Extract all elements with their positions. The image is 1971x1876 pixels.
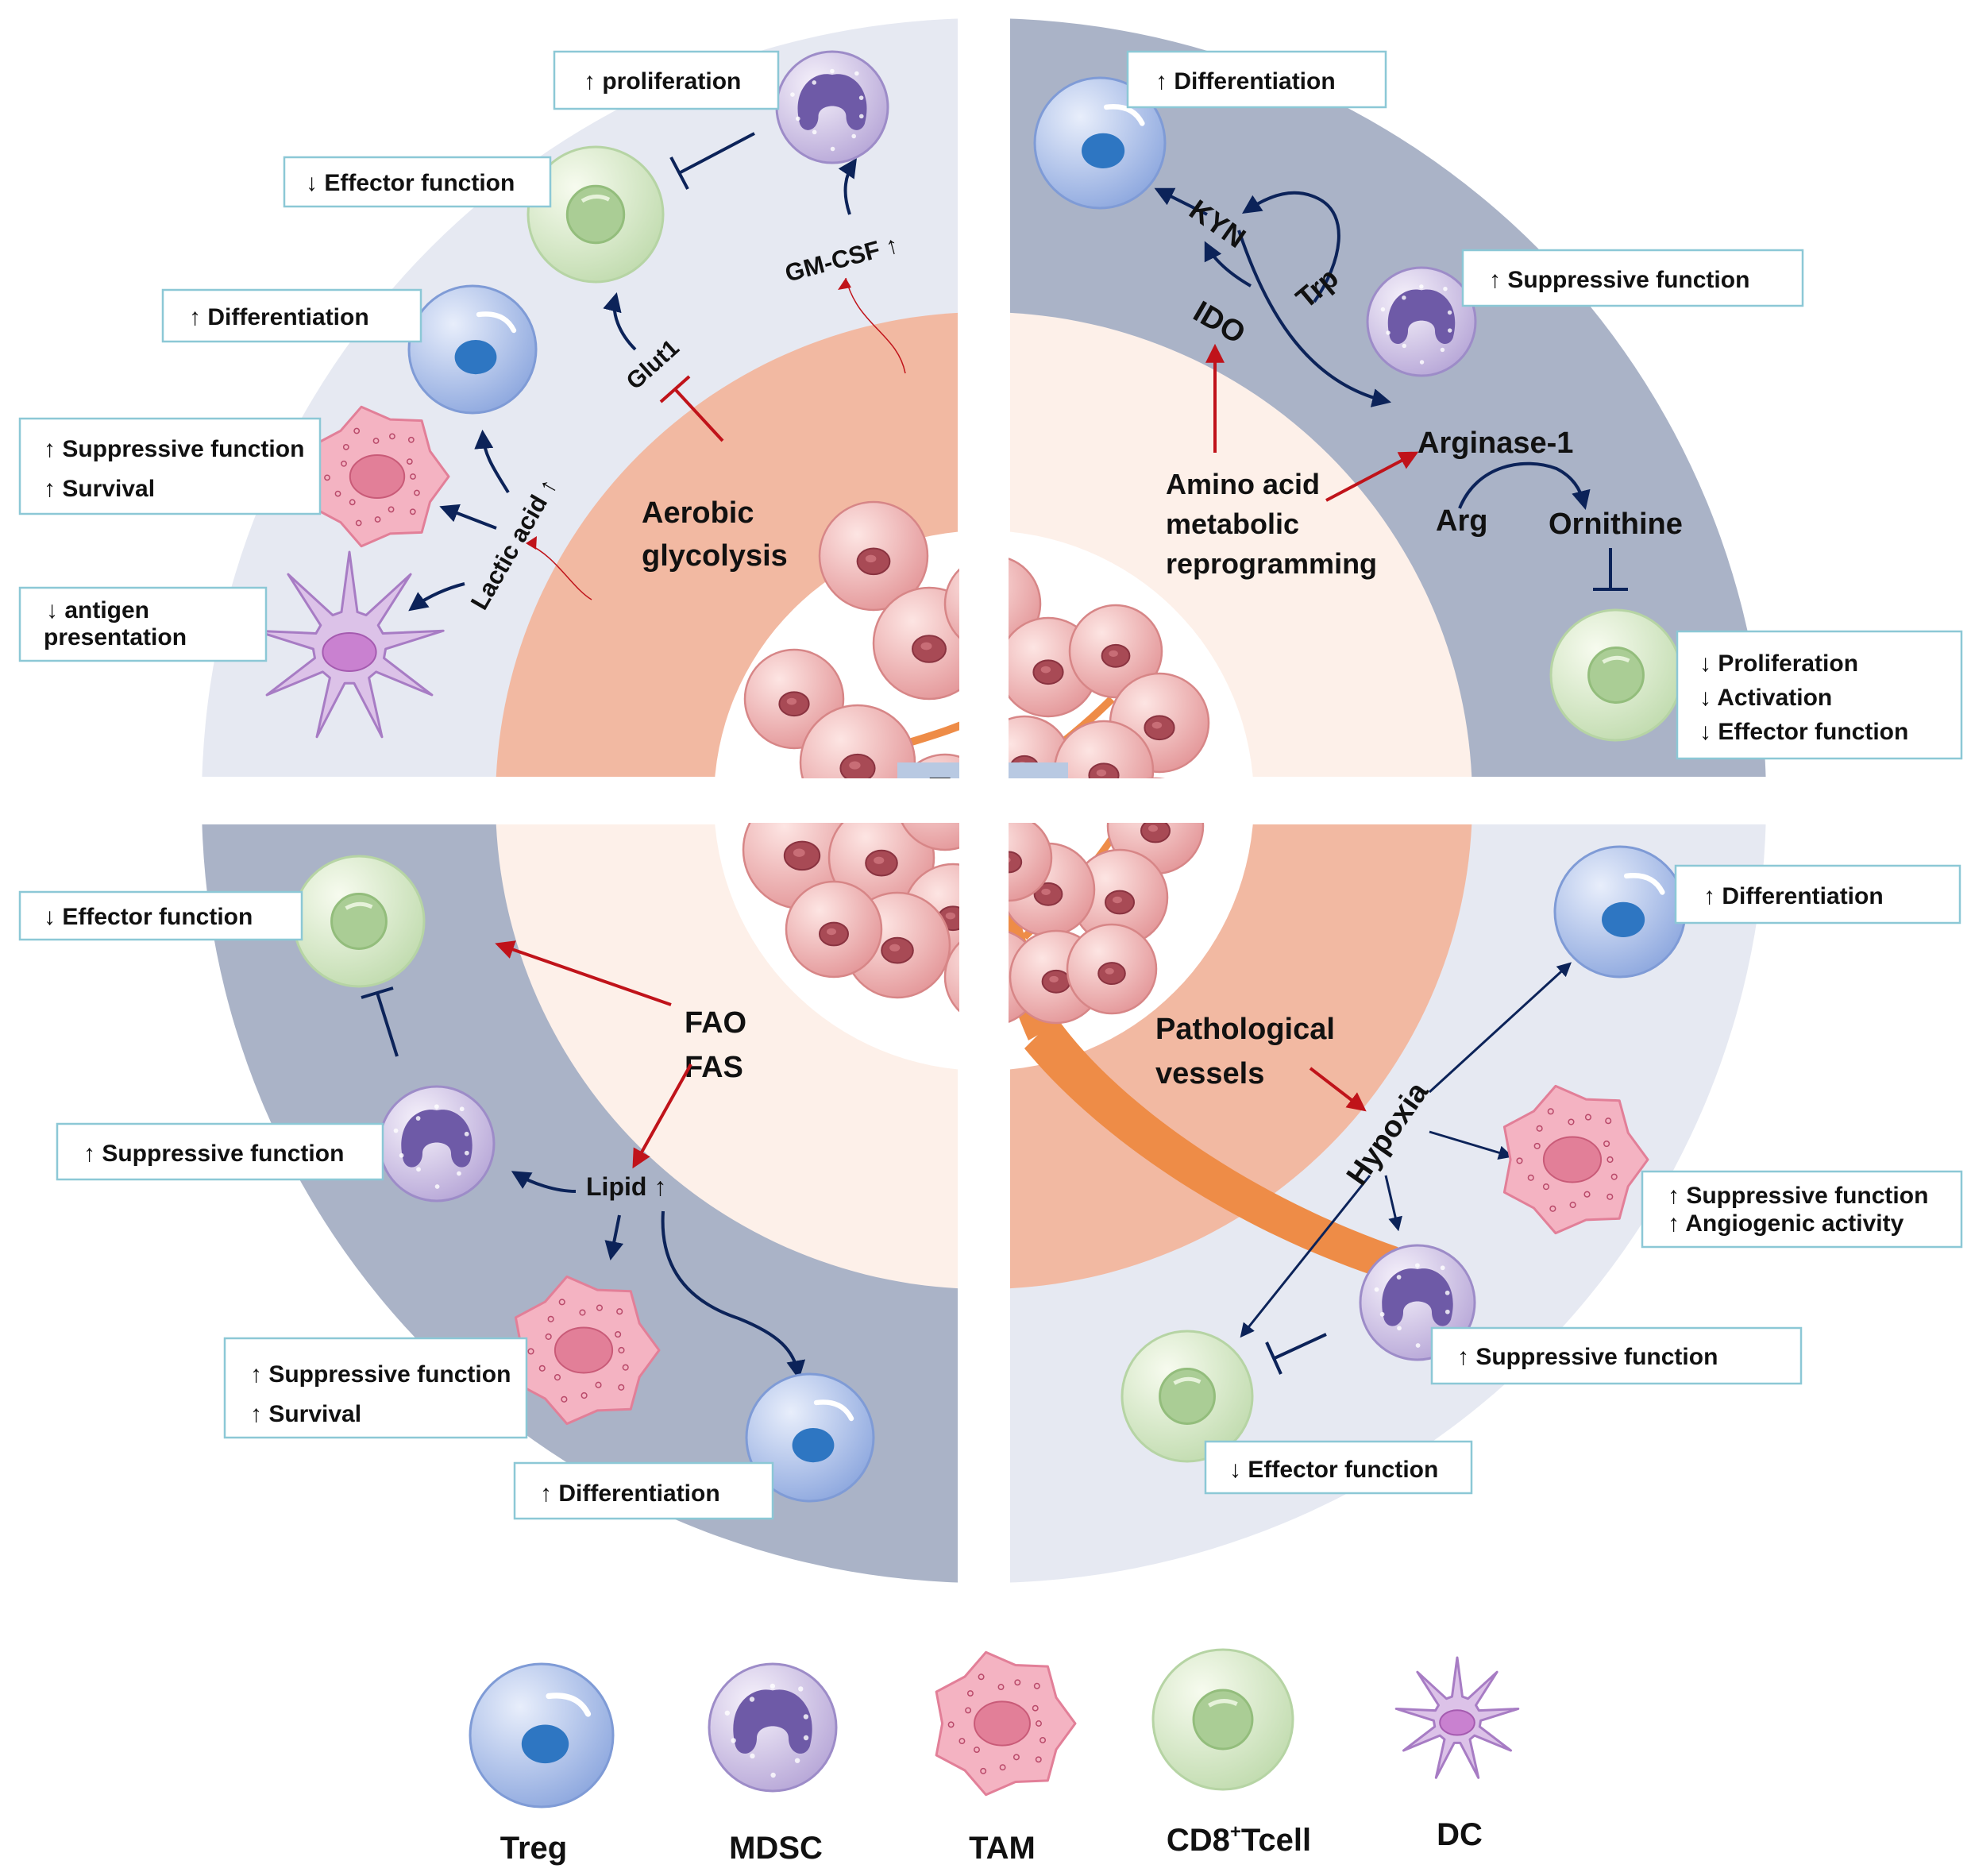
treg-cell-tl xyxy=(407,284,538,415)
cd8-cell-tl xyxy=(526,145,665,284)
tam-cell-br xyxy=(1502,1084,1649,1235)
glycolysis-title-1: Aerobic xyxy=(642,496,754,530)
cd8-cell-tr xyxy=(1549,608,1683,742)
legend-cd8-icon xyxy=(1151,1648,1294,1791)
box-bl-tam-survival: ↑ Survival xyxy=(250,1401,361,1427)
box-tr-proliferation: ↓ Proliferation xyxy=(1699,650,1858,677)
legend-dc-label: DC xyxy=(1437,1817,1483,1852)
pathological-vessels-title-1: Pathological xyxy=(1155,1013,1335,1046)
annotation-boxes xyxy=(18,50,1963,1520)
box-br-differentiation: ↑ Differentiation xyxy=(1703,883,1884,909)
legend-treg-label: Treg xyxy=(500,1831,567,1866)
mdsc-cell-tl xyxy=(775,50,889,164)
legend-tam-label: TAM xyxy=(969,1831,1036,1866)
dc-cell-tl xyxy=(254,550,445,739)
amino-pathways xyxy=(1154,187,1628,591)
legend-dc-icon xyxy=(1394,1656,1520,1779)
tumor-cell xyxy=(818,500,929,612)
legend xyxy=(469,1648,1520,1808)
cd8-cell-bl xyxy=(292,855,426,988)
legend-treg-icon xyxy=(469,1662,615,1808)
box-tl-survival: ↑ Survival xyxy=(44,476,155,502)
legend-mdsc-label: MDSC xyxy=(729,1831,823,1866)
hypoxia-pathways xyxy=(1240,962,1572,1375)
box-bl-differentiation: ↑ Differentiation xyxy=(540,1480,720,1507)
fas-label: FAS xyxy=(685,1051,743,1084)
treg-cell-bl xyxy=(745,1372,875,1503)
box-br-effector: ↓ Effector function xyxy=(1229,1457,1438,1483)
cd8-cell-br xyxy=(1120,1330,1254,1463)
legend-mdsc-icon xyxy=(708,1662,838,1793)
box-br-mdsc-suppressive: ↑ Suppressive function xyxy=(1457,1344,1718,1370)
box-tr-activation: ↓ Activation xyxy=(1699,685,1832,711)
box-bl-effector: ↓ Effector function xyxy=(44,904,253,930)
ornithine-label: Ornithine xyxy=(1549,508,1683,541)
mdsc-cell-bl xyxy=(378,1085,496,1202)
tumor-cell xyxy=(785,880,883,979)
box-bl-suppressive: ↑ Suppressive function xyxy=(83,1141,344,1167)
box-tl-antigen-2: presentation xyxy=(44,624,187,650)
mdsc-cell-tr xyxy=(1366,266,1477,377)
glycolysis-pathways xyxy=(408,132,906,612)
arginase-label: Arginase-1 xyxy=(1418,427,1573,460)
fao-label: FAO xyxy=(685,1006,746,1040)
box-br-tam-angiogenic: ↑ Angiogenic activity xyxy=(1668,1210,1904,1237)
tam-cell-tl xyxy=(311,405,450,548)
lipid-label: Lipid ↑ xyxy=(586,1172,666,1201)
tumor-cell xyxy=(1068,604,1163,699)
amino-title-1: Amino acid xyxy=(1166,468,1320,500)
amino-title-2: metabolic xyxy=(1166,508,1299,540)
treg-cell-tr xyxy=(1033,76,1167,210)
box-tl-differentiation: ↑ Differentiation xyxy=(189,304,369,330)
immune-cells xyxy=(254,50,1687,1503)
box-bl-tam-suppressive: ↑ Suppressive function xyxy=(250,1361,511,1388)
tumor-cell xyxy=(1066,923,1158,1015)
lipid-pathways xyxy=(361,940,806,1380)
pathological-vessels-title-2: vessels xyxy=(1155,1057,1264,1090)
separator-horizontal xyxy=(0,778,1971,823)
box-tl-suppressive: ↑ Suppressive function xyxy=(44,436,304,462)
legend-cd8-label: CD8+Tcell xyxy=(1167,1821,1311,1858)
tumor-cell xyxy=(1070,848,1169,947)
glycolysis-title-2: glycolysis xyxy=(642,539,788,573)
box-tr-suppressive: ↑ Suppressive function xyxy=(1489,267,1749,293)
box-tl-proliferation: ↑ proliferation xyxy=(584,68,741,95)
box-tr-differentiation: ↑ Differentiation xyxy=(1155,68,1336,95)
box-tl-antigen-1: ↓ antigen xyxy=(46,597,149,623)
arg-label: Arg xyxy=(1436,504,1487,538)
box-br-tam-suppressive: ↑ Suppressive function xyxy=(1668,1183,1928,1209)
box-tr-effector: ↓ Effector function xyxy=(1699,719,1908,745)
amino-title-3: reprogramming xyxy=(1166,547,1377,580)
box-tl-effector: ↓ Effector function xyxy=(306,170,515,196)
legend-tam-icon xyxy=(935,1650,1077,1797)
treg-cell-br xyxy=(1553,845,1687,979)
